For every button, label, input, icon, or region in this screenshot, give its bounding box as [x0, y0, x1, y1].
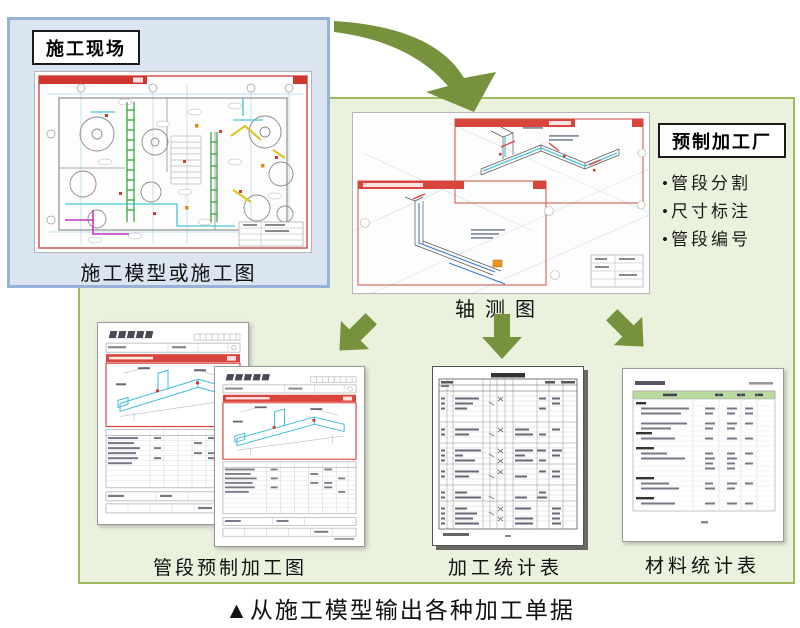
prefab-sheet-front: [214, 366, 365, 547]
curved-arrow-icon: [334, 21, 496, 112]
construction-model-caption: 施工模型或施工图: [80, 263, 257, 285]
bullet-pipe-segmentation: •管段分割: [662, 174, 751, 193]
material-output-caption: 材料统计表: [644, 556, 760, 577]
prefab-factory-label: 预制加工厂: [672, 131, 772, 152]
processing-stats-sheet: [432, 366, 584, 546]
processing-output-caption: 加工统计表: [447, 558, 563, 579]
axonometric-caption: 轴测图: [455, 299, 545, 321]
arrow-down-right-icon: [606, 309, 644, 347]
arrow-down-icon: [482, 314, 522, 359]
axonometric-drawing: [352, 112, 650, 294]
factory-bullet-list: •管段分割 •尺寸标注 •管段编号: [662, 170, 794, 254]
construction-site-label: 施工现场: [46, 38, 126, 59]
figure-caption: ▲从施工模型输出各种加工单据: [225, 598, 575, 623]
floor-plan-drawing: [34, 71, 312, 253]
prefab-output-caption: 管段预制加工图: [152, 558, 307, 579]
bullet-dimensioning: •尺寸标注: [662, 202, 751, 221]
construction-site-box: 施工现场: [7, 17, 330, 288]
material-stats-sheet: [622, 368, 784, 542]
prefab-factory-label-box: 预制加工厂: [658, 123, 786, 158]
bullet-pipe-numbering: •管段编号: [662, 230, 751, 249]
arrow-down-left-icon: [339, 313, 377, 351]
construction-site-label-box: 施工现场: [32, 30, 140, 65]
